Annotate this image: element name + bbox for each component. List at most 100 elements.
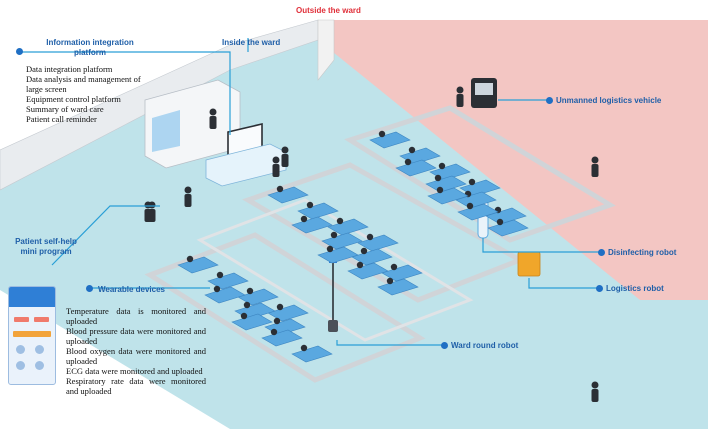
patient-figure bbox=[330, 231, 338, 239]
ward-round-robot-base bbox=[328, 320, 338, 332]
ward-room-group-4 bbox=[196, 198, 474, 342]
wearable-list-item: Blood oxygen data were monitored and upl… bbox=[66, 346, 206, 366]
phone-icon bbox=[35, 361, 44, 370]
reception-desk bbox=[205, 143, 287, 187]
hospital-bed bbox=[297, 202, 339, 220]
hospital-bed bbox=[485, 207, 527, 225]
person-figure bbox=[591, 381, 599, 402]
wearable-list-item: Temperature data is monitored and upload… bbox=[66, 306, 206, 326]
patient-figure bbox=[213, 285, 221, 293]
logistics-label: Logistics robot bbox=[606, 284, 664, 293]
patient-figure bbox=[436, 186, 444, 194]
hospital-bed bbox=[457, 203, 499, 221]
hospital-bed bbox=[427, 187, 469, 205]
phone-icon bbox=[16, 345, 25, 354]
hospital-bed bbox=[487, 219, 529, 237]
hospital-bed bbox=[204, 286, 246, 304]
wearable-list-item: Respiratory rate data were monitored and… bbox=[66, 376, 206, 396]
patient-figure bbox=[360, 247, 368, 255]
patient-figure bbox=[438, 162, 446, 170]
patient-figure bbox=[336, 217, 344, 225]
info-platform-label: Information integration platform bbox=[46, 38, 134, 57]
patient-figure bbox=[390, 263, 398, 271]
hospital-bed bbox=[261, 329, 303, 347]
vehicle-dot bbox=[546, 97, 553, 104]
person-figure bbox=[144, 201, 152, 222]
patient-program-label: Patient self-help mini program bbox=[15, 237, 77, 256]
hospital-bed bbox=[347, 262, 389, 280]
person-figure bbox=[456, 86, 464, 107]
ward-room-group-3 bbox=[144, 232, 426, 383]
patient-figure bbox=[276, 185, 284, 193]
patient-figure bbox=[186, 255, 194, 263]
wearable-list-item: Blood pressure data were monitored and u… bbox=[66, 326, 206, 346]
hospital-bed bbox=[357, 234, 399, 252]
patient-figure bbox=[273, 317, 281, 325]
patient-figure bbox=[404, 158, 412, 166]
outside-ward-label: Outside the ward bbox=[296, 6, 361, 15]
phone-button bbox=[34, 317, 49, 322]
patient-figure bbox=[366, 233, 374, 241]
patient-figure bbox=[216, 271, 224, 279]
partition-wall bbox=[317, 19, 335, 81]
hospital-bed bbox=[455, 191, 497, 209]
phone-icon bbox=[35, 345, 44, 354]
person-figure bbox=[184, 186, 192, 207]
leader-ward-round bbox=[336, 340, 442, 346]
beds bbox=[177, 130, 529, 363]
info-list-item: Data analysis and management of large sc… bbox=[26, 74, 141, 94]
patient-figure bbox=[356, 261, 364, 269]
outside-ward-zone bbox=[318, 20, 708, 300]
wearable-label: Wearable devices bbox=[98, 285, 166, 294]
patient-figure bbox=[408, 146, 416, 154]
info-list-item: Summary of ward care bbox=[26, 104, 104, 114]
ward-round-label: Ward round robot bbox=[451, 341, 519, 350]
mini-program-phone bbox=[8, 286, 56, 385]
disinfecting-dot bbox=[598, 249, 605, 256]
wearable-list-item: ECG data were monitored and uploaded bbox=[66, 366, 203, 376]
patient-figure bbox=[466, 202, 474, 210]
patient-figure bbox=[434, 174, 442, 182]
inside-ward-label: Inside the ward bbox=[222, 38, 281, 47]
info-platform-list: Data integration platform Data analysis … bbox=[26, 64, 154, 124]
vehicle-label: Unmanned logistics vehicle bbox=[556, 96, 662, 105]
patient-figure bbox=[240, 312, 248, 320]
info-list-item: Data integration platform bbox=[26, 64, 113, 74]
leader-logistics bbox=[528, 278, 598, 289]
ward-room-group-2 bbox=[344, 105, 616, 243]
patient-figure bbox=[246, 287, 254, 295]
hospital-bed bbox=[291, 216, 333, 234]
patient-figure bbox=[496, 218, 504, 226]
info-platform-dot bbox=[16, 48, 23, 55]
person-figure bbox=[272, 156, 280, 177]
phone-icon bbox=[16, 361, 25, 370]
leader-lines bbox=[20, 38, 600, 346]
patient-figure bbox=[468, 178, 476, 186]
person-figure bbox=[209, 108, 217, 129]
disinfecting-label: Disinfecting robot bbox=[608, 248, 677, 257]
logistics-dot bbox=[596, 285, 603, 292]
leader-patient-program bbox=[51, 205, 160, 266]
patient-figure bbox=[300, 344, 308, 352]
wearable-dot bbox=[86, 285, 93, 292]
hospital-bed bbox=[369, 131, 411, 149]
logistics-robot bbox=[517, 251, 541, 277]
hospital-bed bbox=[327, 218, 369, 236]
info-list-item: Patient call reminder bbox=[26, 114, 97, 124]
leader-disinfecting bbox=[482, 238, 600, 253]
hospital-bed bbox=[317, 246, 359, 264]
leader-info-platform bbox=[20, 51, 231, 135]
phone-header bbox=[9, 287, 55, 307]
hospital-bed bbox=[267, 186, 309, 204]
phone-banner bbox=[13, 331, 51, 337]
wearable-list: Temperature data is monitored and upload… bbox=[66, 306, 206, 396]
person-figure bbox=[281, 146, 289, 167]
hospital-bed bbox=[291, 345, 333, 363]
people bbox=[144, 86, 599, 402]
hospital-bed bbox=[425, 175, 467, 193]
patient-figure bbox=[306, 201, 314, 209]
phone-button bbox=[14, 317, 29, 322]
patient-figure bbox=[326, 245, 334, 253]
